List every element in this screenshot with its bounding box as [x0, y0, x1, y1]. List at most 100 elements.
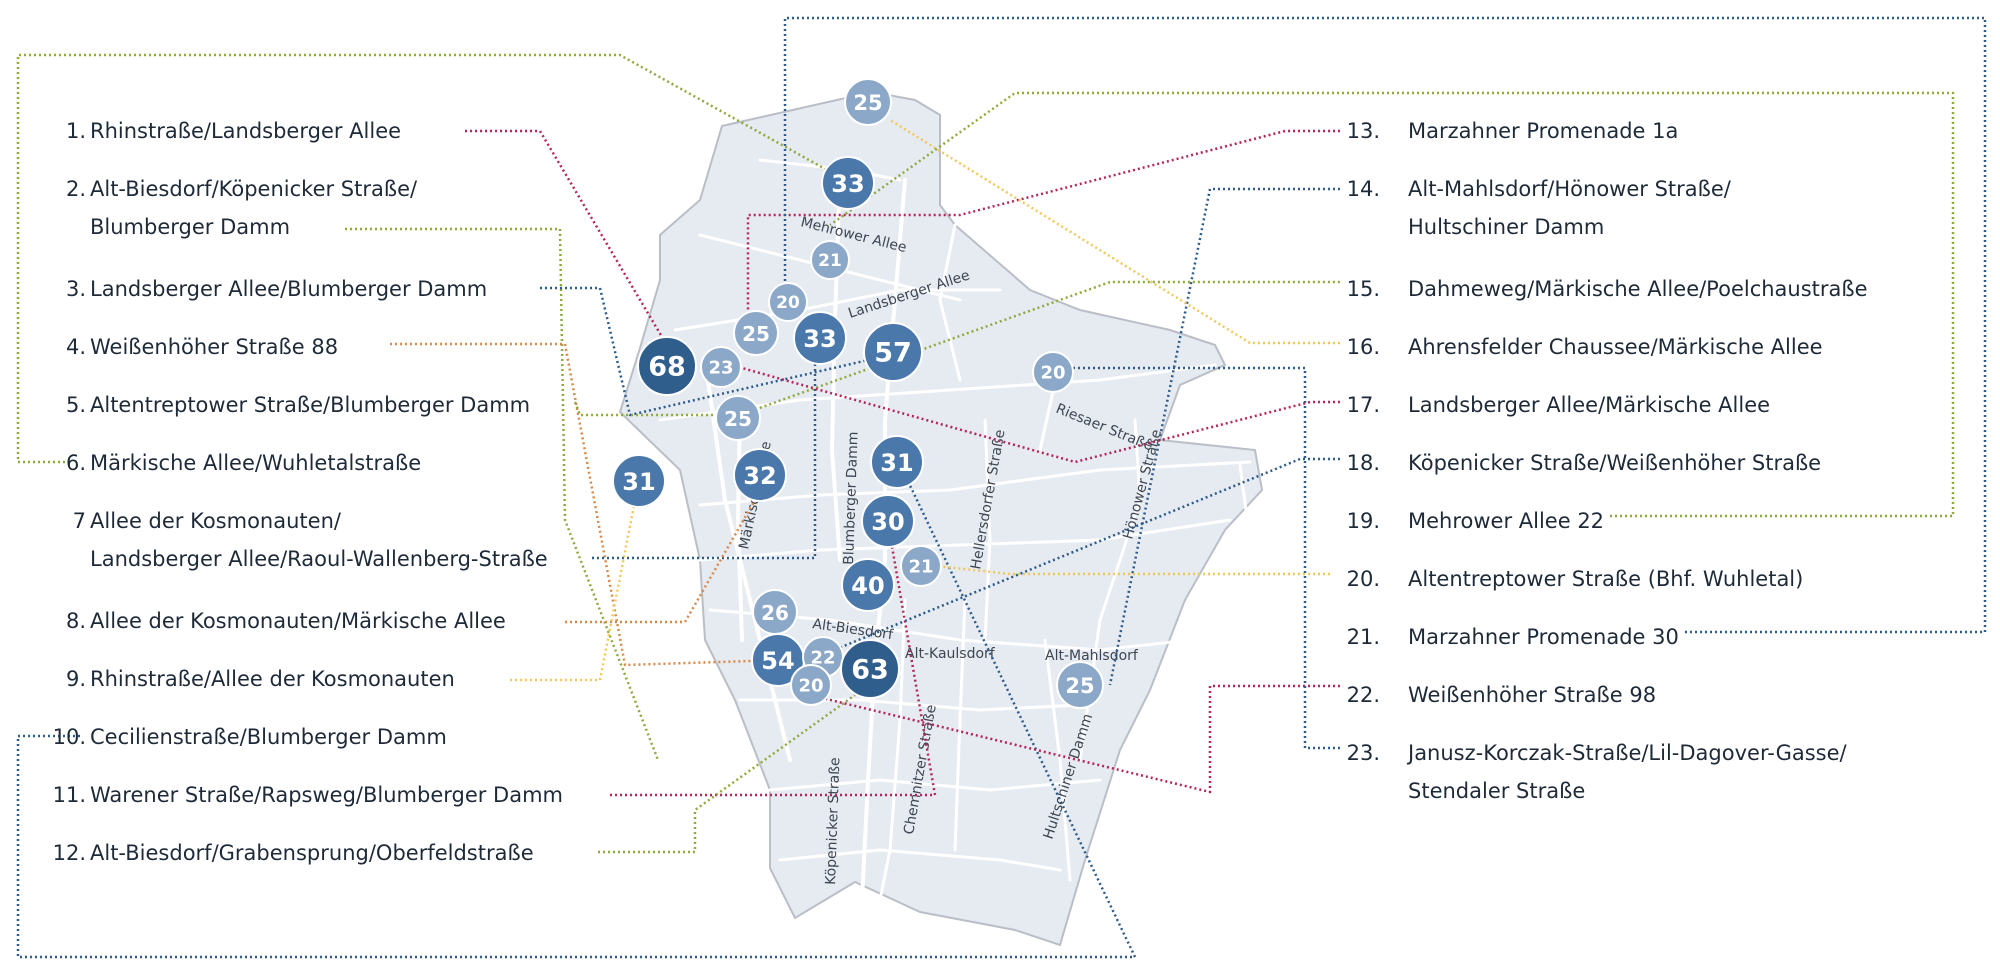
bubble-count: 21: [908, 557, 933, 578]
bubble-count: 20: [1040, 363, 1065, 384]
bubble-count: 25: [724, 407, 752, 431]
bubble-circle: [733, 310, 779, 356]
bubble-circle: [612, 454, 666, 508]
count-bubble: 31: [870, 435, 924, 489]
count-bubble: 33: [821, 156, 875, 210]
bubble-count: 23: [708, 358, 733, 379]
location-name: Janusz-Korczak-Straße/Lil-Dagover-Gasse/…: [1408, 734, 1847, 810]
leader-line: [565, 499, 757, 624]
location-number: 10.: [52, 725, 86, 749]
location-name: Allee der Kosmonauten/Märkische Allee: [90, 602, 506, 640]
count-bubble: 25: [733, 310, 779, 356]
bubble-circle: [790, 664, 832, 706]
bubble-count: 30: [871, 508, 904, 536]
count-bubble: 23: [700, 346, 742, 388]
leader-line: [821, 457, 1340, 657]
count-bubble: 54: [751, 633, 805, 687]
street-segment: [1238, 463, 1252, 542]
location-number: 11.: [52, 783, 86, 807]
bubble-count: 63: [851, 655, 889, 686]
bubble-circle: [870, 435, 924, 489]
location-name: Altentreptower Straße (Bhf. Wuhletal): [1408, 560, 1803, 598]
bubble-count: 57: [874, 338, 912, 369]
bubble-count: 54: [761, 647, 794, 675]
location-number: 3.: [65, 277, 86, 301]
location-name-line: Alt-Mahlsdorf/Hönower Straße/: [1408, 177, 1731, 201]
count-bubble: 25: [715, 395, 761, 441]
location-name: Rhinstraße/Landsberger Allee: [90, 112, 401, 150]
location-name: Landsberger Allee/Märkische Allee: [1408, 386, 1770, 424]
leader-line: [927, 563, 1330, 576]
location-number: 23.: [1346, 741, 1380, 765]
location-number: 17.: [1346, 393, 1380, 417]
bubble-count: 31: [880, 449, 913, 477]
location-name: Alt-Biesdorf/Grabensprung/Oberfeldstraße: [90, 834, 534, 872]
location-name: Ahrensfelder Chaussee/Märkische Allee: [1408, 328, 1823, 366]
location-name-line: Marzahner Promenade 30: [1408, 625, 1679, 649]
location-name-line: Weißenhöher Straße 88: [90, 335, 339, 359]
bubble-circle: [733, 448, 787, 502]
location-name-line: Cecilienstraße/Blumberger Damm: [90, 725, 447, 749]
location-name: Marzahner Promenade 30: [1408, 618, 1679, 656]
location-number: 7: [72, 509, 86, 533]
count-bubble: 26: [752, 589, 798, 635]
street-segment: [1043, 638, 1072, 882]
bubble-circle: [821, 156, 875, 210]
leader-line: [390, 342, 783, 667]
count-bubble: 21: [810, 240, 850, 280]
location-number: 9.: [65, 667, 86, 691]
location-name: Weißenhöher Straße 88: [90, 328, 338, 366]
leader-line: [345, 227, 660, 761]
location-name-line: Hultschiner Damm: [1408, 215, 1605, 239]
bubble-circle: [637, 336, 697, 396]
count-bubble: 25: [1056, 661, 1104, 709]
bubble-circle: [1056, 661, 1104, 709]
street-label-koepenicker-strasse: Köpenicker Straße: [823, 757, 843, 885]
count-bubble: 63: [840, 639, 900, 699]
bubble-count: 33: [831, 170, 864, 198]
leader-line: [510, 484, 640, 682]
bubble-circle: [844, 78, 892, 126]
location-number: 4.: [65, 335, 86, 359]
location-name-line: Landsberger Allee/Blumberger Damm: [90, 277, 488, 301]
location-number: 15.: [1346, 277, 1380, 301]
bubble-circle: [841, 558, 895, 612]
location-name-line: Janusz-Korczak-Straße/Lil-Dagover-Gasse/: [1408, 741, 1847, 765]
count-bubble: 20: [1032, 351, 1074, 393]
street-segment: [698, 460, 1252, 507]
bubble-count: 21: [818, 251, 842, 271]
bubble-circle: [863, 322, 923, 382]
bubble-count: 68: [648, 352, 686, 383]
leader-line: [610, 534, 937, 797]
street-segment: [878, 598, 907, 902]
location-name-line: Landsberger Allee/Märkische Allee: [1408, 393, 1771, 417]
street-segment: [983, 418, 992, 642]
location-number: 13.: [1346, 119, 1380, 143]
bubble-count: 33: [803, 325, 836, 353]
count-bubble: 20: [790, 664, 832, 706]
location-name-line: Mehrower Allee 22: [1408, 509, 1605, 533]
location-name-line: Köpenicker Straße/Weißenhöher Straße: [1408, 451, 1822, 475]
location-number: 18.: [1346, 451, 1380, 475]
location-name-line: Dahmeweg/Märkische Allee/Poelchaustraße: [1408, 277, 1868, 301]
location-number: 1.: [65, 119, 86, 143]
street-segment: [768, 778, 1102, 792]
leader-line: [540, 286, 891, 417]
count-bubble: 40: [841, 558, 895, 612]
bubble-count: 20: [798, 676, 823, 697]
location-name-line: Ahrensfelder Chaussee/Märkische Allee: [1408, 335, 1823, 359]
leader-line: [465, 129, 667, 343]
location-name-line: Stendaler Straße: [1408, 779, 1586, 803]
bubble-circle: [700, 346, 742, 388]
location-number: 14.: [1346, 177, 1380, 201]
location-name-line: Allee der Kosmonauten/: [90, 509, 341, 533]
location-number: 20.: [1346, 567, 1380, 591]
location-name-line: Landsberger Allee/Raoul-Wallenberg-Straß…: [90, 547, 548, 571]
leader-line: [1108, 187, 1340, 686]
bubble-count: 25: [853, 91, 882, 115]
leader-lines: [16, 16, 1987, 959]
street-label-blumberger-damm: Blumberger Damm: [841, 431, 862, 565]
location-name: Allee der Kosmonauten/Landsberger Allee/…: [90, 502, 548, 578]
location-name: Alt-Mahlsdorf/Hönower Straße/Hultschiner…: [1408, 170, 1731, 246]
location-name: Warener Straße/Rapsweg/Blumberger Damm: [90, 776, 563, 814]
